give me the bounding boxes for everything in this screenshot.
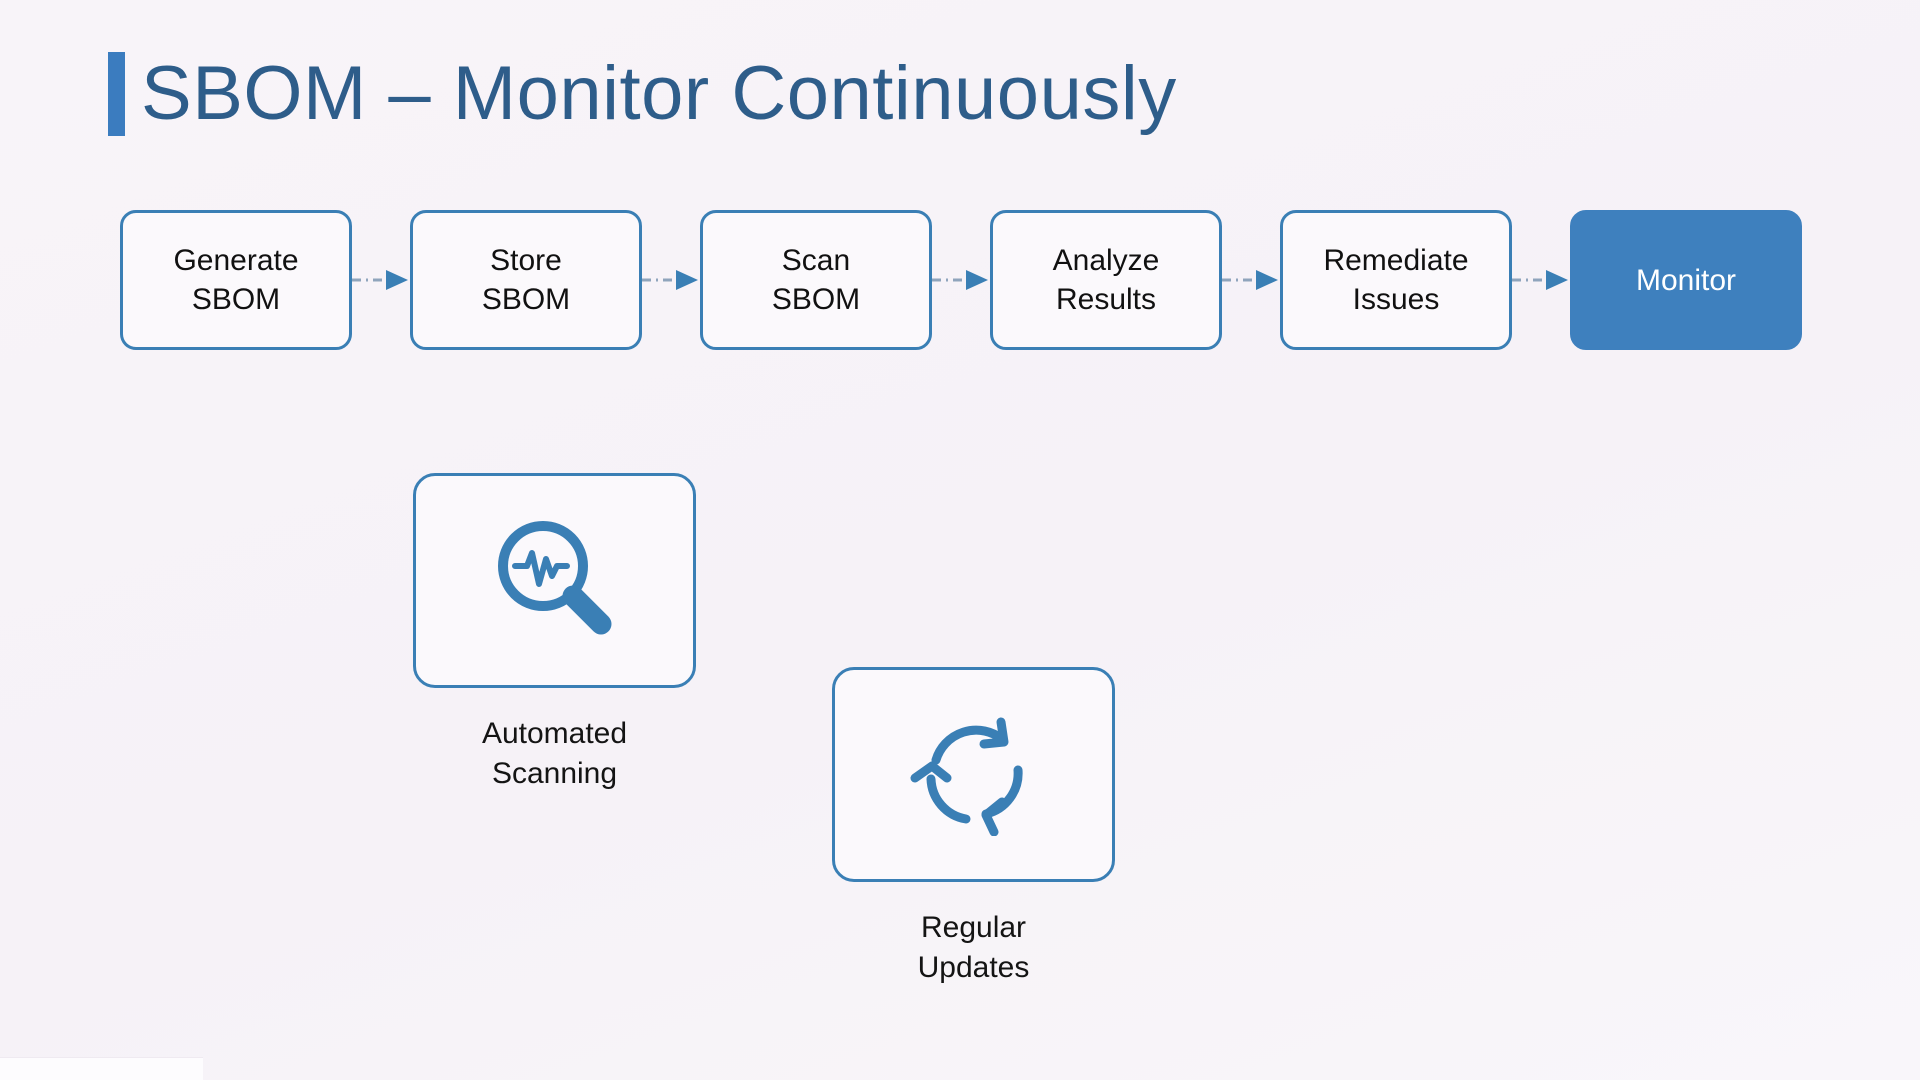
title-text: SBOM – Monitor Continuously (141, 51, 1177, 136)
flow-step-analyze-results[interactable]: Analyze Results (990, 210, 1222, 350)
title-accent-bar (108, 52, 125, 136)
flow-connector-arrow (932, 267, 990, 293)
flow-step-generate-sbom[interactable]: Generate SBOM (120, 210, 352, 350)
feature-caption: Automated Scanning (481, 717, 628, 790)
feature-card[interactable] (832, 667, 1115, 882)
flow-connector-arrow (1512, 267, 1570, 293)
flow-connector-arrow (352, 267, 410, 293)
flow-step-store-sbom[interactable]: Store SBOM (410, 210, 642, 350)
flow-step-label: Remediate Issues (1323, 244, 1469, 316)
bottom-edge-strip (0, 1057, 203, 1080)
refresh-cycle-icon (910, 708, 1038, 841)
flow-step-label: Analyze Results (1052, 244, 1160, 316)
feature-automated-scanning: Automated Scanning (413, 473, 696, 793)
flow-step-monitor[interactable]: Monitor (1570, 210, 1802, 350)
feature-card[interactable] (413, 473, 696, 688)
flow-connector-arrow (642, 267, 700, 293)
page-title: SBOM – Monitor Continuously (108, 52, 1177, 136)
flow-step-scan-sbom[interactable]: Scan SBOM (700, 210, 932, 350)
process-flow: Generate SBOM Store SBOM Scan SBOM (120, 210, 1802, 350)
feature-caption: Regular Updates (917, 911, 1030, 984)
magnifier-pulse-icon (489, 512, 621, 649)
flow-step-label: Monitor (1635, 263, 1737, 297)
flow-step-label: Store SBOM (481, 244, 571, 316)
flow-step-label: Scan SBOM (771, 244, 861, 316)
feature-regular-updates: Regular Updates (832, 667, 1115, 987)
flow-step-remediate-issues[interactable]: Remediate Issues (1280, 210, 1512, 350)
flow-connector-arrow (1222, 267, 1280, 293)
flow-step-label: Generate SBOM (173, 244, 299, 316)
